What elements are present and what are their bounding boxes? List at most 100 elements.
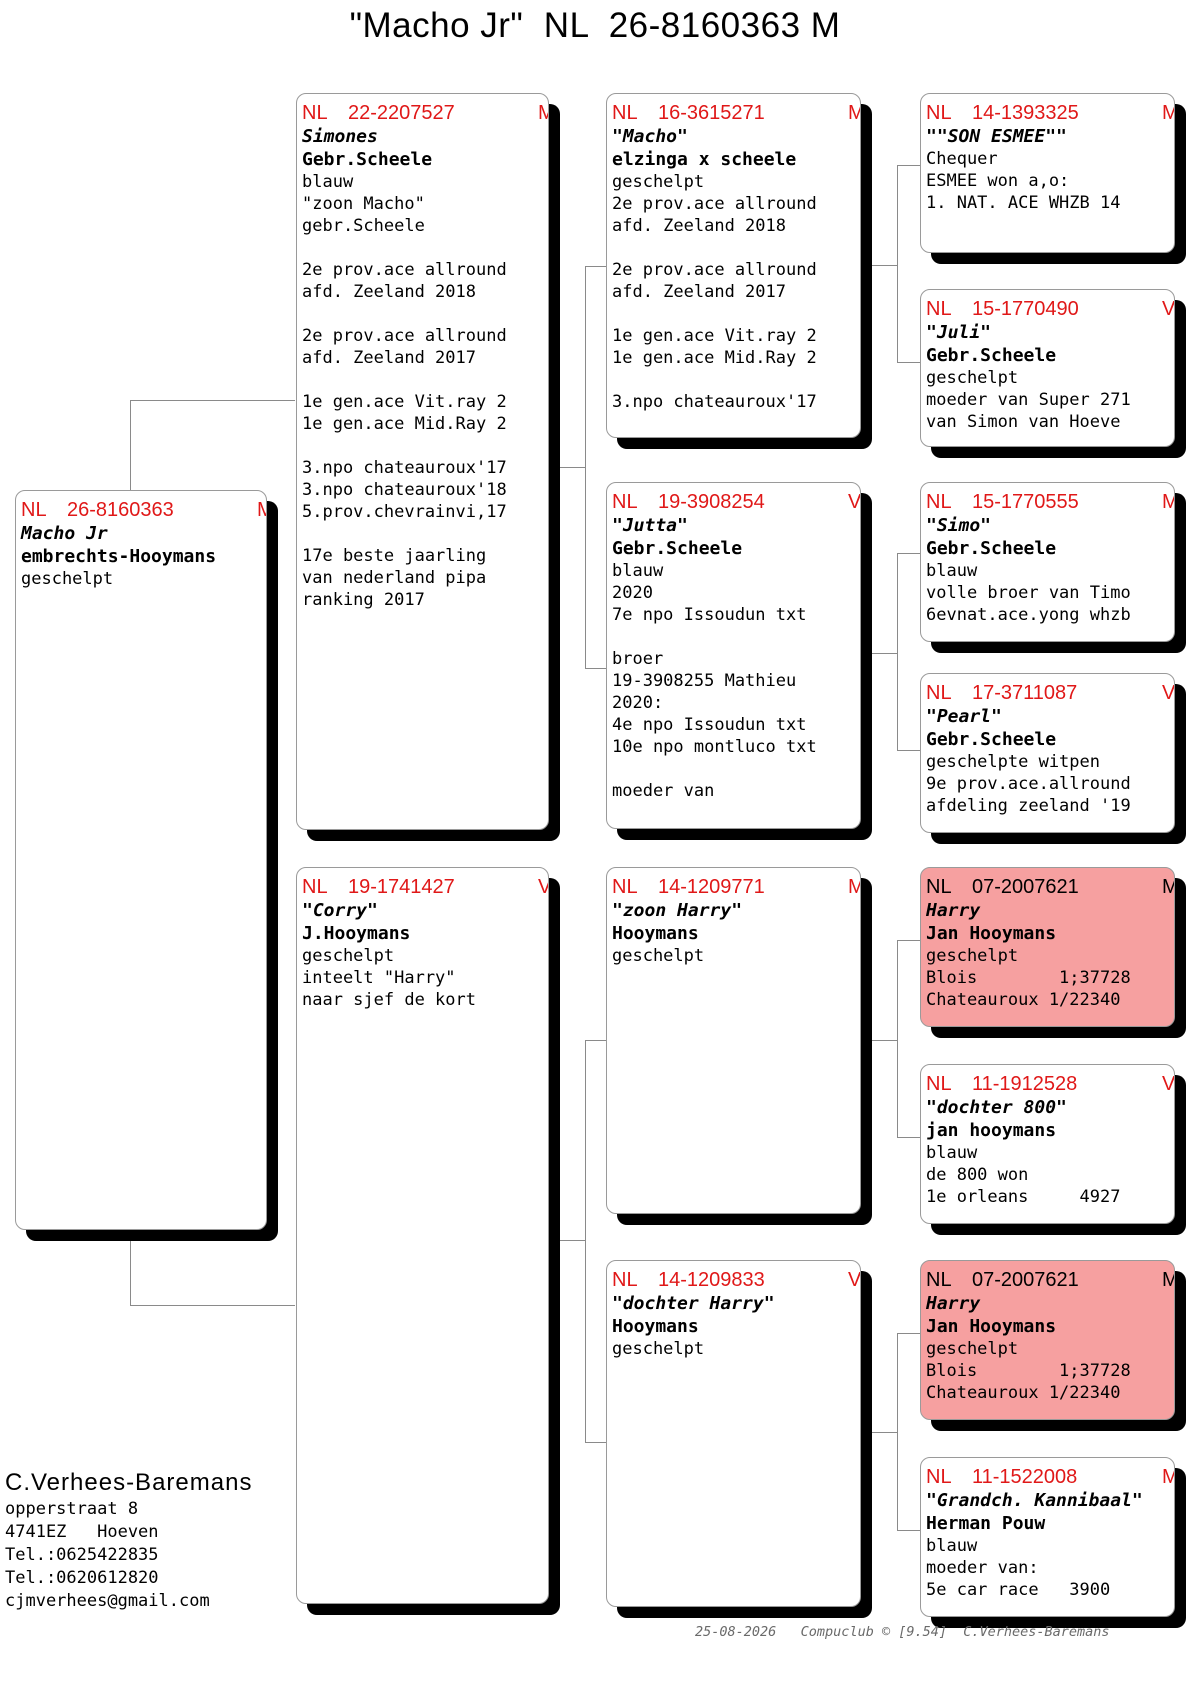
info-line: geschelpt — [302, 946, 395, 966]
info-line: volle broer van Timo — [926, 583, 1131, 603]
connector-line — [130, 400, 295, 401]
info-line: geschelpt — [926, 1339, 1019, 1359]
ring-number-value: 19-1741427 — [348, 876, 455, 898]
connector-line — [585, 266, 607, 267]
country-code: NL — [612, 102, 638, 124]
info-line — [302, 237, 543, 259]
connector-line — [560, 1240, 585, 1241]
info-line: moeder van: — [926, 1558, 1039, 1578]
country-code: NL — [21, 499, 47, 521]
pedigree-card-dam[interactable]: NL19-1741427V"Corry"J.Hooymansgeschelpti… — [296, 867, 549, 1604]
info-line: blauw — [926, 1143, 978, 1163]
info-line: 17e beste jaarling — [302, 546, 487, 566]
pigeon-name: "Macho" — [612, 126, 688, 147]
footer-author: C.Verhees-Baremans — [963, 1624, 1110, 1640]
owner-name: embrechts-Hooymans — [21, 546, 217, 567]
pigeon-name: "dochter 800" — [926, 1097, 1067, 1118]
sex-label: M — [1162, 1466, 1174, 1488]
info-line: geschelpt — [612, 1339, 705, 1359]
pigeon-name: "Pearl" — [926, 706, 1002, 727]
info-line — [612, 369, 855, 391]
owner-name: Gebr.Scheele — [926, 729, 1057, 750]
ring-number-value: 07-2007621 — [972, 1269, 1079, 1291]
info-line: Chateauroux 1/22340 — [926, 990, 1121, 1010]
pigeon-name: Harry — [926, 900, 981, 921]
info-line: 5e car race 3900 — [926, 1580, 1111, 1600]
pedigree-card-sire[interactable]: NL22-2207527MSimonesGebr.Scheeleblauw"zo… — [296, 93, 549, 830]
breeder-info: C.Verhees-Baremans opperstraat 8 4741EZ … — [5, 1468, 252, 1613]
connector-line — [897, 940, 898, 1138]
ring-number-value: 19-3908254 — [658, 491, 765, 513]
info-line: broer — [612, 649, 664, 669]
info-line — [302, 303, 543, 325]
info-line: 1e gen.ace Mid.Ray 2 — [302, 414, 507, 434]
connector-line — [897, 165, 920, 166]
pedigree-card-sire-dam-sire[interactable]: NL15-1770555M"Simo"Gebr.Scheeleblauwvoll… — [920, 482, 1175, 642]
info-line: geschelpt — [926, 368, 1019, 388]
info-line: moeder van — [612, 781, 715, 801]
info-line: "zoon Macho" — [302, 194, 425, 214]
info-line — [302, 369, 543, 391]
owner-name: J.Hooymans — [302, 923, 411, 944]
pigeon-name: Harry — [926, 1293, 981, 1314]
owner-name: Gebr.Scheele — [612, 538, 743, 559]
info-line: 1e gen.ace Vit.ray 2 — [612, 326, 817, 346]
owner-name: elzinga x scheele — [612, 149, 797, 170]
sex-label: V — [538, 876, 548, 898]
breeder-name: C.Verhees-Baremans — [5, 1469, 253, 1496]
country-code: NL — [926, 491, 952, 513]
info-line: Chateauroux 1/22340 — [926, 1383, 1121, 1403]
info-line: Blois 1;37728 — [926, 1361, 1131, 1381]
footer-date: 25-08-2026 — [695, 1624, 777, 1640]
ring-number-value: 26-8160363 — [67, 499, 174, 521]
connector-line — [585, 266, 586, 669]
sex-label: M — [1162, 491, 1174, 513]
country-code: NL — [926, 1073, 952, 1095]
connector-line — [130, 400, 131, 490]
info-line: 2e prov.ace allround — [302, 326, 507, 346]
info-line: Chequer — [926, 149, 998, 169]
pigeon-name: Simones — [302, 126, 378, 147]
info-line: afdeling zeeland '19 — [926, 796, 1131, 816]
sex-label: V — [1162, 298, 1175, 320]
ring-number-value: 15-1770555 — [972, 491, 1079, 513]
pigeon-name: "Corry" — [302, 900, 378, 921]
ring-number-value: 14-1209833 — [658, 1269, 765, 1291]
country-code: NL — [612, 876, 638, 898]
info-line: geschelpt — [21, 569, 114, 589]
info-line: 2020: — [612, 693, 664, 713]
connector-line — [897, 940, 920, 941]
breeder-phone: Tel.:0620612820 — [5, 1568, 159, 1588]
connector-line — [585, 1040, 586, 1443]
connector-line — [897, 553, 920, 554]
pigeon-name: "Jutta" — [612, 515, 688, 536]
sex-label: M — [1162, 102, 1174, 124]
pigeon-name: Macho Jr — [21, 523, 108, 544]
country-code: NL — [926, 682, 952, 704]
info-line: 1. NAT. ACE WHZB 14 — [926, 193, 1121, 213]
ring-number-value: 11-1912528 — [972, 1073, 1078, 1095]
info-line: 9e prov.ace.allround — [926, 774, 1131, 794]
info-line: 3.npo chateauroux'17 — [612, 392, 817, 412]
connector-line — [872, 653, 897, 654]
connector-line — [872, 265, 897, 266]
footer-software: Compuclub © [9.54] — [800, 1624, 947, 1640]
info-line: 6evnat.ace.yong whzb — [926, 605, 1131, 625]
